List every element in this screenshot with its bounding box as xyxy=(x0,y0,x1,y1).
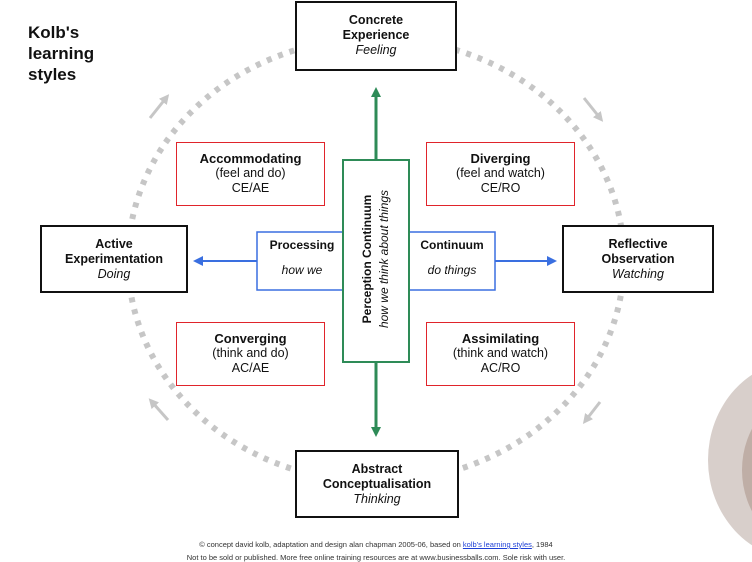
style-accommodating: Accommodating (feel and do) CE/AE xyxy=(176,142,325,206)
title-line-1: Kolb's xyxy=(28,23,80,42)
stage-concrete-line2: Experience xyxy=(342,28,410,42)
cycle-arrow-bottom-right xyxy=(582,401,602,424)
stage-active-mode: Doing xyxy=(97,267,131,281)
stage-active-line2: Experimentation xyxy=(65,252,163,266)
style-diverging-code: CE/RO xyxy=(480,181,521,195)
style-converging-name: Converging xyxy=(214,331,287,346)
style-diverging-name: Diverging xyxy=(470,151,531,166)
title-line-3: styles xyxy=(28,65,77,84)
stage-abstract-line2: Conceptualisation xyxy=(322,477,432,491)
stage-reflective-observation: Reflective Observation Watching xyxy=(562,225,714,293)
processing-sub-right: do things xyxy=(427,263,477,277)
style-assimilating-code: AC/RO xyxy=(480,361,521,375)
stage-reflective-line1: Reflective xyxy=(608,237,668,251)
processing-title-right: Continuum xyxy=(420,238,484,252)
stage-concrete-experience: Concrete Experience Feeling xyxy=(295,1,457,71)
cycle-arrow-top-right xyxy=(582,97,604,122)
perception-continuum-box xyxy=(342,159,410,363)
stage-concrete-mode: Feeling xyxy=(355,43,397,57)
stage-reflective-line2: Observation xyxy=(601,252,675,266)
style-converging-desc: (think and do) xyxy=(212,346,289,360)
stage-active-experimentation: Active Experimentation Doing xyxy=(40,225,188,293)
presenter-photo-shade xyxy=(742,428,752,512)
stage-abstract-line1: Abstract xyxy=(351,462,403,476)
presenter-photo xyxy=(708,374,752,546)
title-line-2: learning xyxy=(28,44,95,63)
processing-title-left: Processing xyxy=(269,238,335,252)
style-assimilating-name: Assimilating xyxy=(461,331,540,346)
footer-kolb-link[interactable]: kolb's learning styles xyxy=(462,540,532,549)
style-assimilating: Assimilating (think and watch) AC/RO xyxy=(426,322,575,386)
style-diverging: Diverging (feel and watch) CE/RO xyxy=(426,142,575,206)
stage-abstract-conceptualisation: Abstract Conceptualisation Thinking xyxy=(295,450,459,518)
stage-active-line1: Active xyxy=(95,237,133,251)
processing-sub-left: how we xyxy=(281,263,323,277)
perception-continuum-label: Perception Continuum how we think about … xyxy=(359,139,393,379)
style-assimilating-desc: (think and watch) xyxy=(452,346,549,360)
footer-notice: Not to be sold or published. More free o… xyxy=(186,553,566,562)
footer-credit-post: , 1984 xyxy=(531,540,553,549)
footer-credit-pre: © concept david kolb, adaptation and des… xyxy=(199,540,463,549)
cycle-arrow-bottom-left xyxy=(148,398,170,421)
perception-sub: how we think about things xyxy=(377,189,391,329)
style-converging: Converging (think and do) AC/AE xyxy=(176,322,325,386)
style-accommodating-code: CE/AE xyxy=(231,181,270,195)
page-title: Kolb's learning styles xyxy=(28,22,138,85)
stage-reflective-mode: Watching xyxy=(612,267,664,281)
style-accommodating-desc: (feel and do) xyxy=(215,166,286,180)
style-accommodating-name: Accommodating xyxy=(199,151,302,166)
stage-concrete-line1: Concrete xyxy=(348,13,404,27)
style-diverging-desc: (feel and watch) xyxy=(456,166,545,180)
footer-credit: © concept david kolb, adaptation and des… xyxy=(0,540,752,549)
perception-title: Perception Continuum xyxy=(360,194,374,324)
stage-abstract-mode: Thinking xyxy=(353,492,401,506)
cycle-arrow-top-left xyxy=(148,94,170,119)
style-converging-code: AC/AE xyxy=(231,361,270,375)
